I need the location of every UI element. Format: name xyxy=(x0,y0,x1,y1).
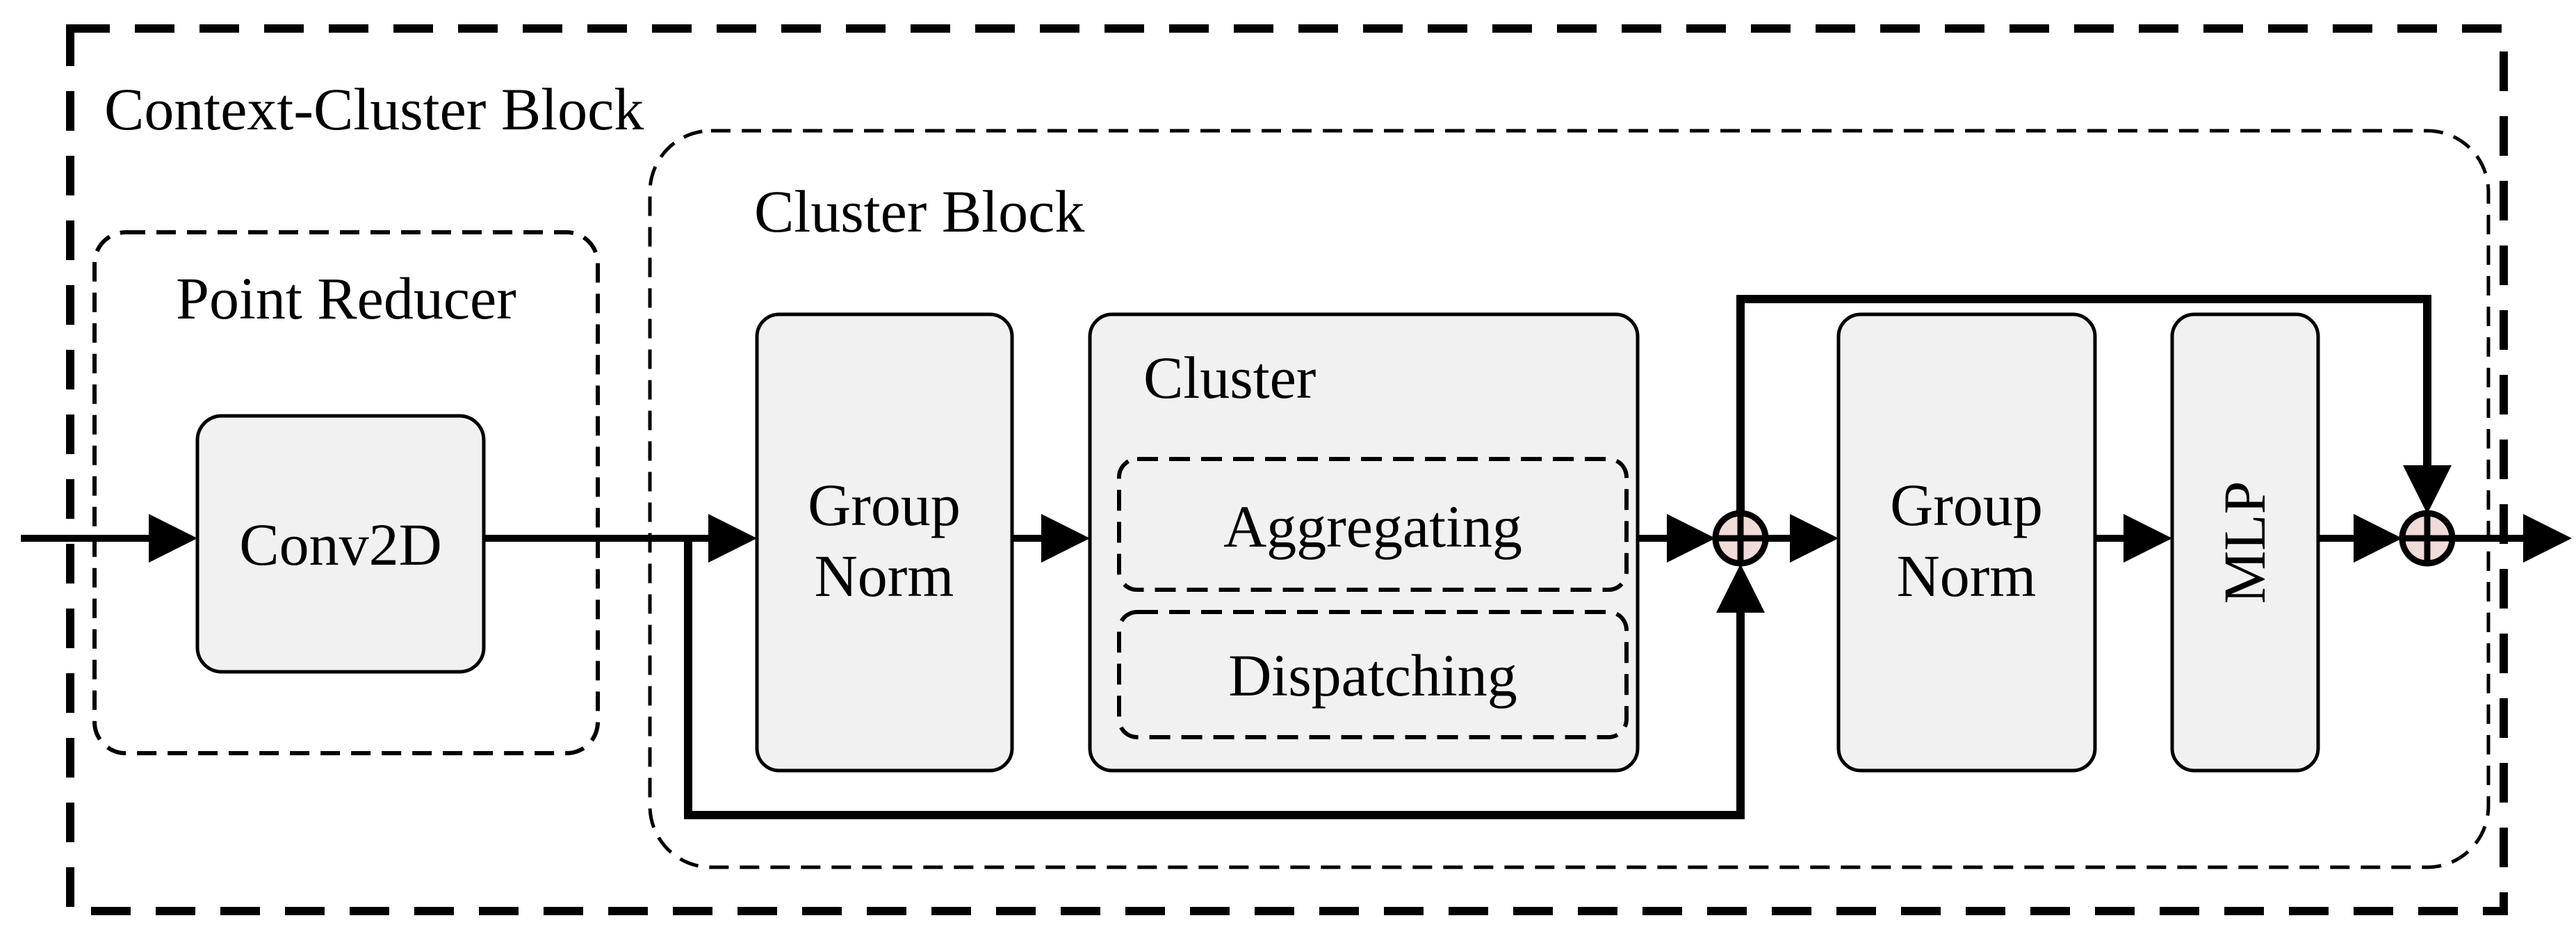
arrowhead-up-into-add1 xyxy=(1716,564,1765,613)
arrowhead-down-into-add2 xyxy=(2403,465,2452,514)
residual-connection-1 xyxy=(684,538,1765,819)
add-operator-1-icon xyxy=(1712,510,1769,567)
arrowhead-into-mlp xyxy=(2123,514,2172,563)
cluster-block-label: Cluster Block xyxy=(754,178,1084,245)
arrowhead-output xyxy=(2523,514,2572,563)
add-operator-2-icon xyxy=(2399,510,2456,567)
conv2d-label: Conv2D xyxy=(239,511,441,578)
aggregating-label: Aggregating xyxy=(1223,493,1522,560)
dispatching-box xyxy=(1117,610,1629,739)
arrowhead-into-groupnorm1 xyxy=(708,514,757,563)
point-reducer-label: Point Reducer xyxy=(176,265,516,332)
arrowhead-into-cluster xyxy=(1041,514,1090,563)
conv2d-box xyxy=(195,414,486,674)
group-norm-1-label-line1: Group xyxy=(808,472,961,538)
aggregating-box xyxy=(1117,457,1629,592)
mlp-box xyxy=(2170,312,2320,773)
arrowhead-into-add1 xyxy=(1667,514,1715,563)
context-cluster-block-title: Context-Cluster Block xyxy=(104,76,644,143)
group-norm-2-label-line1: Group xyxy=(1890,472,2043,538)
arrowhead-into-conv2d xyxy=(149,514,197,563)
group-norm-2-label-line2: Norm xyxy=(1897,542,2037,609)
mlp-label: MLP xyxy=(2211,481,2278,604)
cluster-box xyxy=(1088,312,1640,773)
cluster-label: Cluster xyxy=(1143,344,1316,411)
group-norm-1-box xyxy=(755,312,1014,773)
arrowhead-into-groupnorm2 xyxy=(1790,514,1839,563)
arrowhead-into-add2 xyxy=(2354,514,2402,563)
point-reducer-box xyxy=(92,230,600,755)
main-flow-arrowheads xyxy=(149,514,2572,563)
group-norm-1-label-line2: Norm xyxy=(815,542,954,609)
group-norm-2-box xyxy=(1836,312,2097,773)
dispatching-label: Dispatching xyxy=(1228,642,1517,709)
residual-connection-2 xyxy=(1736,295,2452,514)
cluster-block-box xyxy=(648,129,2491,869)
context-cluster-block-border xyxy=(66,24,2508,915)
